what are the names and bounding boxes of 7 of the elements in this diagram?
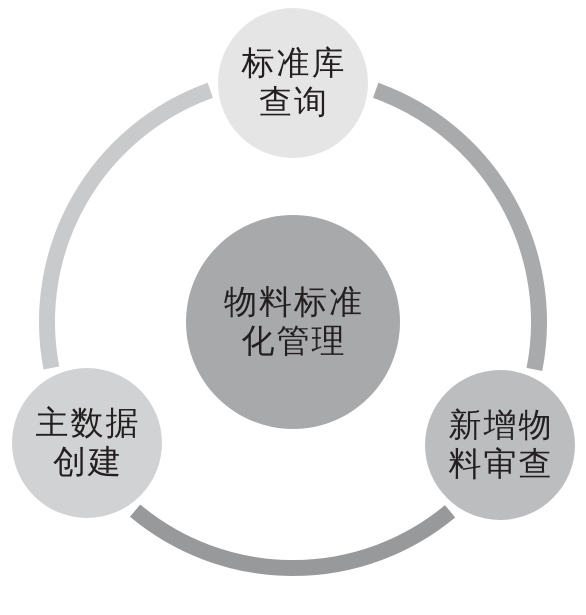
process-circle: 新增物料审查: [425, 370, 575, 520]
center-circle: 物料标准化管理: [186, 215, 400, 429]
process-circle: 主数据创建: [12, 368, 162, 518]
process-circle: 标准库查询: [218, 8, 368, 158]
arc-connector: [130, 504, 455, 576]
arc-connector: [39, 82, 214, 370]
arc-connector: [372, 82, 546, 370]
